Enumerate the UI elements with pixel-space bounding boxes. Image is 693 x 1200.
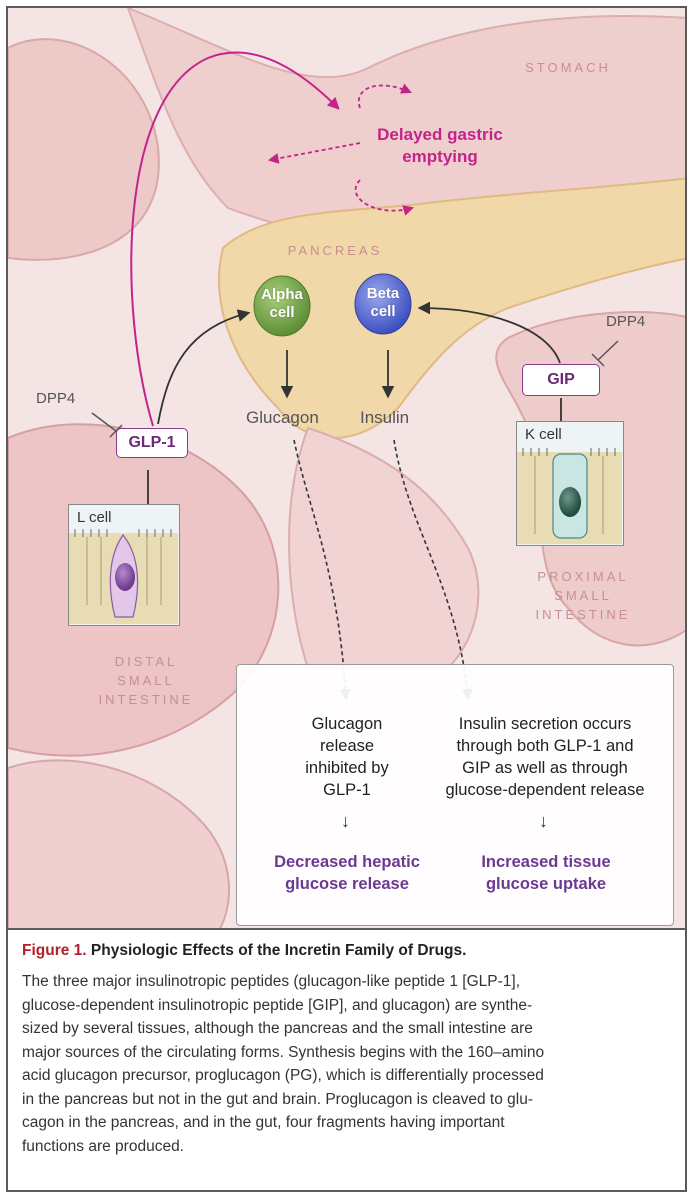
proximal-intestine-label: PROXIMAL SMALL INTESTINE — [523, 567, 643, 624]
insulin-outcome-arrow: ↓ — [539, 811, 548, 831]
l-cell-card: L cell — [68, 504, 180, 626]
effect-text-line: through both GLP-1 and — [456, 737, 634, 755]
tissue-outcome: Increased tissue glucose uptake — [451, 851, 641, 895]
dpp4-right-line — [597, 340, 619, 361]
outcome-line: glucose release — [285, 875, 409, 893]
gastric-dash-arrow-top — [357, 83, 412, 109]
effects-box: Glucagon release inhibited by GLP-1 Insu… — [236, 664, 674, 926]
l-cell-drawing — [69, 529, 178, 624]
caption-line: cagon in the pancreas, and in the gut, f… — [22, 1114, 505, 1131]
glp1-alpha-arrow — [157, 309, 251, 425]
distal-label-line: DISTAL — [114, 654, 178, 669]
dpp4-right-bar — [591, 353, 605, 367]
outcome-line: glucose uptake — [485, 875, 607, 893]
l-cell-nucleus — [115, 563, 135, 591]
outcome-line: Increased tissue — [481, 853, 611, 871]
proximal-label-line: INTESTINE — [535, 607, 631, 622]
glp1-stomach-arrow — [130, 51, 340, 427]
k-cell-borders — [534, 456, 604, 534]
upper-intestine-loop — [8, 38, 160, 261]
glp1-badge: GLP-1 — [116, 428, 188, 458]
alpha-label-line: Alpha — [261, 286, 303, 303]
beta-label-line: cell — [370, 303, 396, 320]
caption-line: The three major insulinotropic peptides … — [22, 973, 520, 990]
figure-title: Physiologic Effects of the Incretin Fami… — [90, 942, 467, 959]
caption-line: functions are produced. — [22, 1137, 184, 1155]
proximal-label-line: PROXIMAL — [537, 569, 629, 584]
insulin-effect-text: Insulin secretion occurs through both GL… — [423, 713, 667, 801]
l-microvilli — [74, 529, 172, 537]
alpha-label-line: cell — [269, 304, 295, 321]
k-microvilli — [522, 448, 616, 456]
k-cell-card: K cell — [516, 421, 624, 546]
dpp4-left-label: DPP4 — [36, 390, 76, 407]
effect-text-line: GIP as well as through — [462, 759, 628, 777]
gip-beta-arrow — [417, 301, 561, 364]
effect-text-line: Insulin secretion occurs — [458, 715, 632, 733]
lower-intestine-loop — [8, 759, 231, 928]
distal-label-line: INTESTINE — [98, 692, 194, 707]
caption-line: acid glucagon precursor, proglucagon (PG… — [22, 1067, 544, 1084]
gastric-effect-label: Delayed gastric emptying — [360, 124, 520, 168]
gastric-line: Delayed gastric — [377, 125, 503, 144]
effect-text-line: GLP-1 — [323, 781, 371, 799]
beta-cell — [354, 273, 412, 335]
middle-intestine-loop — [288, 426, 480, 669]
caption-line: sized by several tissues, although the p… — [22, 1020, 533, 1037]
proximal-label-line: SMALL — [554, 588, 612, 603]
distal-label-line: SMALL — [117, 673, 175, 688]
l-cell-borders — [86, 537, 162, 605]
insulin-label: Insulin — [360, 408, 410, 427]
gastric-dash-arrow-bottom — [354, 179, 415, 216]
caption-body: The three major insulinotropic peptides … — [22, 970, 674, 1158]
illustration-panel: STOMACH PANCREAS PROXIMAL SMALL INTESTIN… — [6, 6, 687, 930]
caption-title: Figure 1. Physiologic Effects of the Inc… — [22, 942, 466, 960]
caption-line: major sources of the circulating forms. … — [22, 1043, 545, 1061]
glucagon-dash-arrow — [293, 439, 352, 701]
gastric-dash-arrow-left — [267, 142, 361, 164]
caption-line: glucose-dependent insulinotropic peptide… — [22, 996, 533, 1014]
beta-label-line: Beta — [366, 285, 400, 302]
figure-number: Figure 1. — [22, 942, 87, 959]
effect-text-line: inhibited by — [305, 759, 389, 777]
gastric-line: emptying — [402, 147, 478, 166]
caption-line: in the pancreas but not in the gut and b… — [22, 1090, 533, 1108]
effect-text-line: glucose-dependent release — [445, 781, 645, 799]
glucagon-label: Glucagon — [246, 408, 319, 427]
pancreas-shape — [218, 177, 685, 439]
glucagon-outcome-arrow: ↓ — [341, 811, 350, 831]
hepatic-outcome: Decreased hepatic glucose release — [257, 851, 437, 895]
pancreas-label: PANCREAS — [287, 243, 383, 258]
stomach-label: STOMACH — [525, 60, 611, 75]
alpha-cell-label: Alpha cell — [252, 286, 312, 322]
effect-text-line: release — [319, 737, 375, 755]
alpha-cell — [253, 275, 311, 337]
dpp4-left-line — [91, 412, 117, 432]
gip-badge: GIP — [522, 364, 600, 396]
distal-intestine-label: DISTAL SMALL INTESTINE — [86, 652, 206, 709]
outcome-line: Decreased hepatic — [274, 853, 420, 871]
beta-cell-label: Beta cell — [353, 285, 413, 321]
k-cell-label: K cell — [525, 426, 562, 443]
insulin-dash-arrow — [393, 439, 473, 701]
k-cell-nucleus — [559, 487, 581, 517]
dpp4-right-label: DPP4 — [606, 313, 646, 330]
effect-text-line: Glucagon — [311, 715, 383, 733]
glucagon-effect-text: Glucagon release inhibited by GLP-1 — [277, 713, 417, 801]
l-cell-label: L cell — [77, 509, 112, 526]
figure-caption: Figure 1. Physiologic Effects of the Inc… — [6, 930, 687, 1192]
k-cell-drawing — [517, 448, 622, 544]
